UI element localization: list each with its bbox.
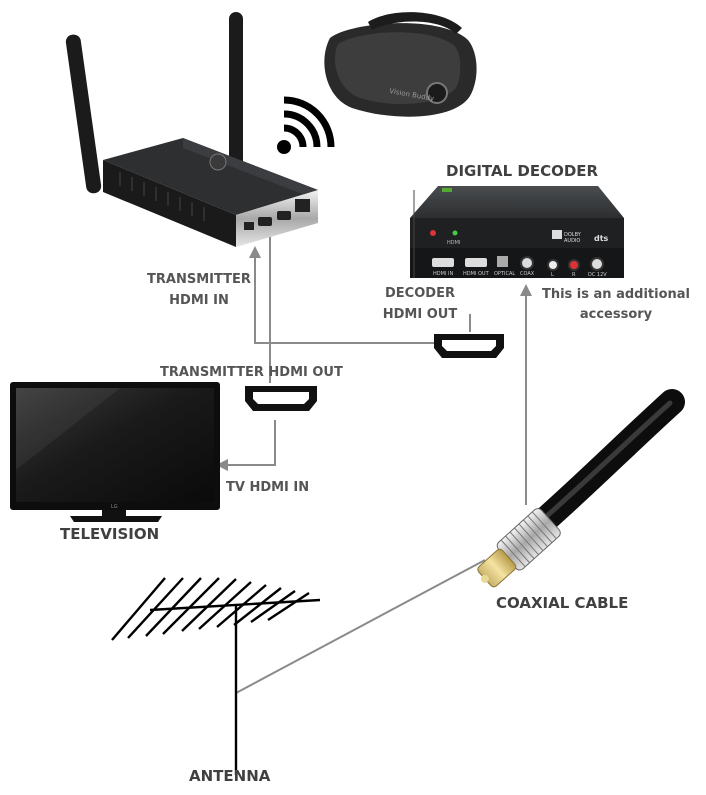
accessory-note-line1: This is an additional: [541, 287, 691, 302]
antenna-label: ANTENNA: [189, 767, 271, 785]
port-hdmi-out-text: HDMI OUT: [463, 271, 490, 277]
accessory-note-line2: accessory: [579, 307, 653, 322]
dolby-text-1: DOLBY: [564, 232, 582, 238]
tv-in-line: [216, 420, 276, 471]
antenna-right-icon: [229, 12, 243, 172]
vr-headset: Vision Buddy: [324, 12, 477, 117]
digital-decoder-label: DIGITAL DECODER: [446, 162, 599, 180]
antenna-cable-line: [235, 559, 486, 694]
transmitter-hdmi-in-label-line2: HDMI IN: [169, 293, 229, 308]
port-hdmi-in-text: HDMI IN: [433, 271, 453, 277]
coaxial-cable-label: COAXIAL CABLE: [496, 594, 629, 612]
transmitter-hdmi-in-label-line1: TRANSMITTER: [147, 272, 251, 287]
digital-decoder: HDMI DOLBY AUDIO dts HDMI IN HDMI OUT OP…: [410, 186, 624, 278]
front-hdmi-text: HDMI: [447, 240, 460, 246]
hdmi-plug-decoder-icon: [434, 334, 504, 358]
antenna-left-icon: [65, 34, 102, 194]
port-r-text: R: [572, 272, 576, 278]
wireless-transmitter: [65, 12, 318, 247]
dts-text: dts: [594, 234, 609, 243]
transmitter-in-line: [249, 246, 435, 344]
hdmi-plug-transmitter-icon: [245, 386, 317, 411]
antenna-icon: [111, 577, 321, 775]
tv-hdmi-in-label: TV HDMI IN: [226, 480, 310, 495]
transmitter-hdmi-out-label: TRANSMITTER HDMI OUT: [160, 365, 343, 380]
dolby-text-2: AUDIO: [564, 238, 580, 244]
port-optical-text: OPTICAL: [494, 271, 515, 277]
television-label: TELEVISION: [60, 525, 160, 543]
wifi-signal-icon: [277, 96, 335, 154]
decoder-hdmi-out-label-line1: DECODER: [385, 286, 455, 301]
port-dc-text: DC 12V: [588, 272, 607, 278]
port-l-text: L: [551, 272, 554, 278]
connection-lines: [216, 232, 532, 694]
tv-logo-text: LG: [111, 504, 118, 510]
coaxial-cable: [477, 389, 685, 588]
television: LG: [10, 382, 220, 522]
port-coax-text: COAX: [520, 271, 535, 277]
decoder-hdmi-out-label-line2: HDMI OUT: [382, 307, 458, 322]
